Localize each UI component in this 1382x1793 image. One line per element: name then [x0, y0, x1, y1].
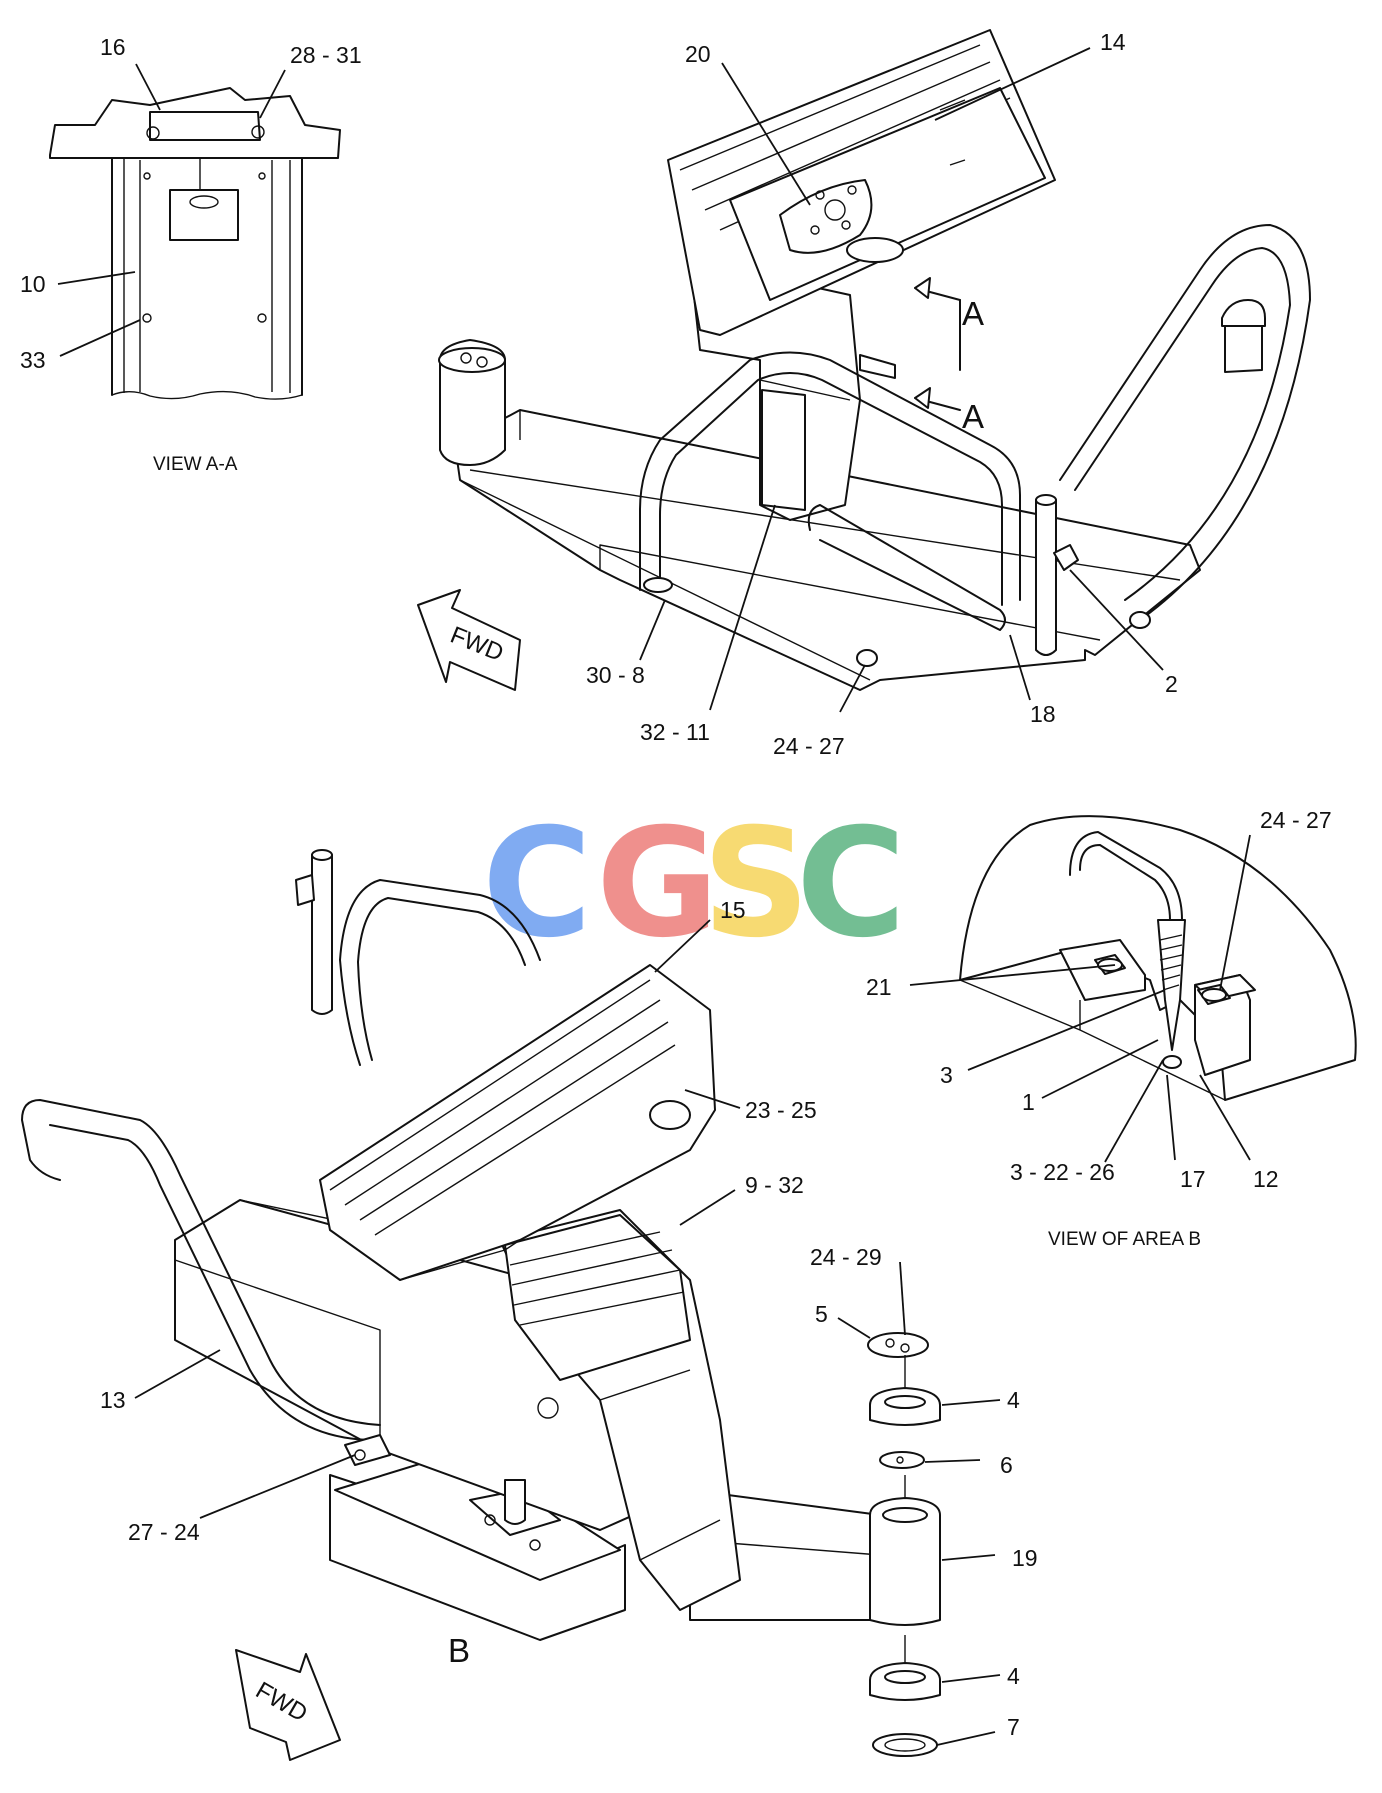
callout-19: 19: [1012, 1545, 1038, 1571]
callout-20: 20: [685, 41, 711, 67]
fwd-arrow-icon: FWD: [235, 1649, 341, 1761]
callout-4-lower: 4: [1007, 1663, 1020, 1689]
callout-23-25: 23 - 25: [745, 1097, 817, 1123]
bottom-assembly-drawing: FWD: [21, 849, 1001, 1761]
callout-32-11: 32 - 11: [640, 719, 710, 745]
callout-3-22-26: 3 - 22 - 26: [1010, 1159, 1115, 1185]
callout-24-27-top: 24 - 27: [773, 733, 845, 759]
watermark-letter-s: S: [702, 797, 810, 971]
callout-5: 5: [815, 1301, 828, 1327]
callout-28-31: 28 - 31: [290, 42, 362, 68]
callout-9-32: 9 - 32: [745, 1172, 804, 1198]
callout-4-upper: 4: [1007, 1387, 1020, 1413]
section-letter-top: A: [962, 295, 984, 332]
callout-6: 6: [1000, 1452, 1013, 1478]
watermark-letter-c1: C: [482, 797, 592, 971]
callout-33: 33: [20, 347, 46, 373]
callout-24-29: 24 - 29: [810, 1244, 882, 1270]
callout-13: 13: [100, 1387, 126, 1413]
callout-3: 3: [940, 1062, 953, 1088]
section-letter-bottom: A: [962, 398, 984, 435]
view-aa-drawing: [49, 63, 341, 400]
callout-17: 17: [1180, 1166, 1206, 1192]
callout-7: 7: [1007, 1714, 1020, 1740]
callout-30-8: 30 - 8: [586, 662, 645, 688]
view-aa-caption: VIEW A-A: [153, 454, 238, 475]
callout-10: 10: [20, 271, 46, 297]
fwd-arrow-icon: FWD: [417, 589, 521, 691]
callout-18: 18: [1030, 701, 1056, 727]
area-letter-b: B: [448, 1632, 470, 1669]
callout-27-24: 27 - 24: [128, 1519, 200, 1545]
callout-16: 16: [100, 34, 126, 60]
watermark-letter-c2: C: [796, 797, 906, 971]
watermark: C G S C: [482, 797, 906, 971]
area-b-caption: VIEW OF AREA B: [1048, 1229, 1201, 1250]
callout-15: 15: [720, 897, 746, 923]
callout-14: 14: [1100, 29, 1126, 55]
area-b-drawing: [909, 815, 1357, 1163]
callout-24-27-area-b: 24 - 27: [1260, 807, 1332, 833]
callout-2: 2: [1165, 671, 1178, 697]
callout-1: 1: [1022, 1089, 1035, 1115]
callout-21: 21: [866, 974, 892, 1000]
callout-12: 12: [1253, 1166, 1279, 1192]
watermark-letter-g: G: [596, 797, 719, 971]
top-assembly-drawing: FWD: [417, 29, 1311, 713]
